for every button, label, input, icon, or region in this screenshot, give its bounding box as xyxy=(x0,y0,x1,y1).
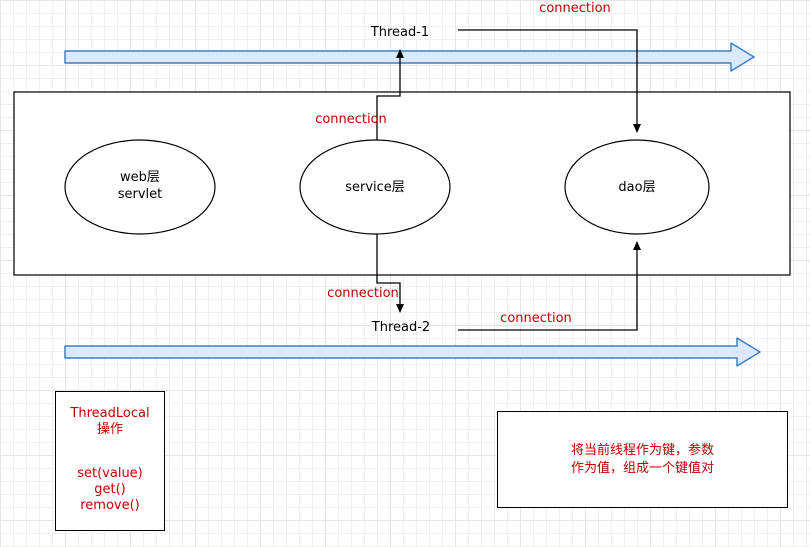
threadlocal-method-remove: remove() xyxy=(80,498,140,513)
note-line1: 将当前线程作为键，参数 xyxy=(570,442,714,458)
service-layer-ellipse[interactable] xyxy=(299,139,451,235)
threadlocal-operations-box[interactable]: ThreadLocal 操作 set(value) get() remove() xyxy=(55,391,165,531)
web-layer-label-line2: servlet xyxy=(117,187,163,202)
dao-layer-label: dao层 xyxy=(618,180,656,195)
thread1-to-dao-connector[interactable] xyxy=(458,29,641,133)
dao-layer-ellipse[interactable] xyxy=(564,139,710,235)
web-layer-label: web层 servlet xyxy=(70,169,210,203)
thread2-label: Thread-2 xyxy=(371,320,431,335)
threadlocal-title-line1: ThreadLocal xyxy=(70,406,150,421)
service-to-thread2-connector[interactable] xyxy=(376,234,404,313)
thread1-label: Thread-1 xyxy=(370,25,430,40)
thread1-flow-arrow[interactable] xyxy=(64,42,755,72)
keyvalue-note-box[interactable]: 将当前线程作为键，参数 作为值，组成一个键值对 xyxy=(497,411,788,508)
connection-label-top: connection xyxy=(539,1,611,16)
thread2-to-dao-connector[interactable] xyxy=(458,241,641,331)
threadlocal-title-line2: 操作 xyxy=(96,422,123,437)
thread2-flow-arrow[interactable] xyxy=(64,337,761,367)
service-layer-label: service层 xyxy=(345,180,405,195)
threadlocal-box-spacer xyxy=(56,438,164,466)
connection-label-bottom-right: connection xyxy=(500,311,572,326)
connection-label-middle: connection xyxy=(315,112,387,127)
threadlocal-method-set: set(value) xyxy=(77,466,143,481)
note-line2: 作为值，组成一个键值对 xyxy=(570,460,714,476)
web-layer-label-line1: web层 xyxy=(120,170,160,185)
service-to-thread1-connector[interactable] xyxy=(376,49,404,140)
connection-label-bottom-left: connection xyxy=(327,286,399,301)
web-layer-ellipse[interactable] xyxy=(64,139,216,235)
threadlocal-method-get: get() xyxy=(94,482,126,497)
